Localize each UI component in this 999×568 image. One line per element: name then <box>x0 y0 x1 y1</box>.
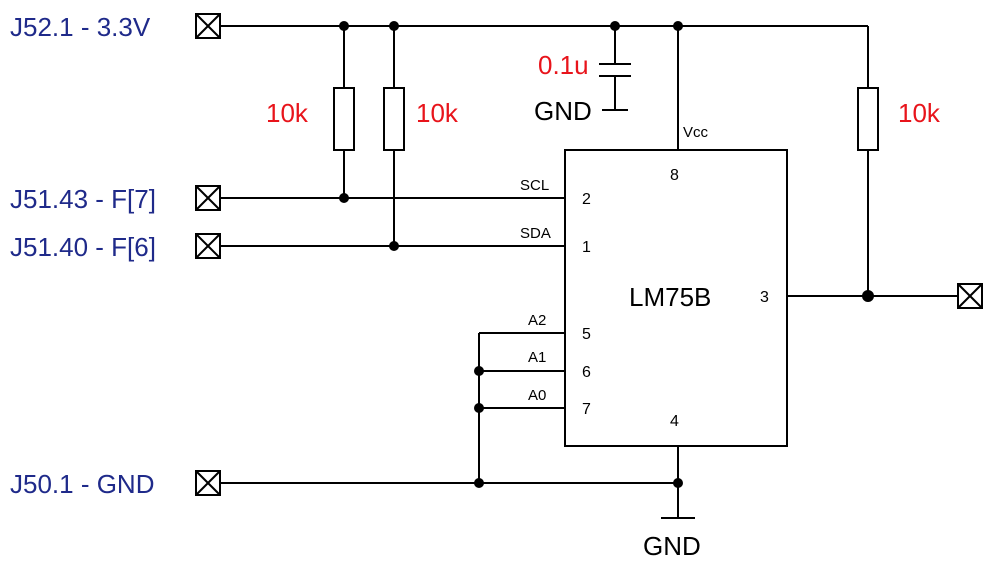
signal-label-scl: SCL <box>520 177 549 194</box>
resistor-value-os: 10k <box>898 98 941 128</box>
connector-label-gnd: J50.1 - GND <box>10 469 155 499</box>
chip-name: LM75B <box>629 282 711 312</box>
capacitor-value: 0.1u <box>538 50 589 80</box>
gnd-label-bottom: GND <box>643 531 701 561</box>
pin-number-8: 8 <box>670 167 679 184</box>
junction-dot <box>474 478 484 488</box>
pin-number-6: 6 <box>582 364 591 381</box>
connector-os <box>957 283 983 309</box>
pin-number-3: 3 <box>760 289 769 306</box>
connector-label-vcc: J52.1 - 3.3V <box>10 12 151 42</box>
connector-sda <box>195 233 221 259</box>
signal-label-a0: A0 <box>528 387 546 404</box>
resistor-os <box>857 87 879 151</box>
chip-body <box>564 149 788 447</box>
connector-label-scl: J51.43 - F[7] <box>10 184 156 214</box>
junction-dot <box>339 193 349 203</box>
junction-dot <box>339 21 349 31</box>
pin-number-7: 7 <box>582 401 591 418</box>
junction-dot <box>474 403 484 413</box>
junction-dot <box>389 21 399 31</box>
pin-number-2: 2 <box>582 191 591 208</box>
resistor-scl <box>333 87 355 151</box>
junction-dot <box>673 478 683 488</box>
resistor-value-sda: 10k <box>416 98 459 128</box>
pin-number-5: 5 <box>582 326 591 343</box>
junction-dot <box>862 290 874 302</box>
junction-dot <box>474 366 484 376</box>
gnd-label-cap: GND <box>534 96 592 126</box>
junction-dot <box>673 21 683 31</box>
junction-dot <box>610 21 620 31</box>
junctions <box>339 21 874 488</box>
connector-label-sda: J51.40 - F[6] <box>10 232 156 262</box>
pin-number-1: 1 <box>582 239 591 256</box>
connector-vcc <box>195 13 221 39</box>
resistor-sda <box>383 87 405 151</box>
pin-number-4: 4 <box>670 413 679 430</box>
vcc-label: Vcc <box>683 124 709 141</box>
connector-gnd <box>195 470 221 496</box>
resistor-value-scl: 10k <box>266 98 309 128</box>
signal-label-sda: SDA <box>520 225 551 242</box>
signal-label-a2: A2 <box>528 312 546 329</box>
signal-label-a1: A1 <box>528 349 546 366</box>
connector-scl <box>195 185 221 211</box>
junction-dot <box>389 241 399 251</box>
